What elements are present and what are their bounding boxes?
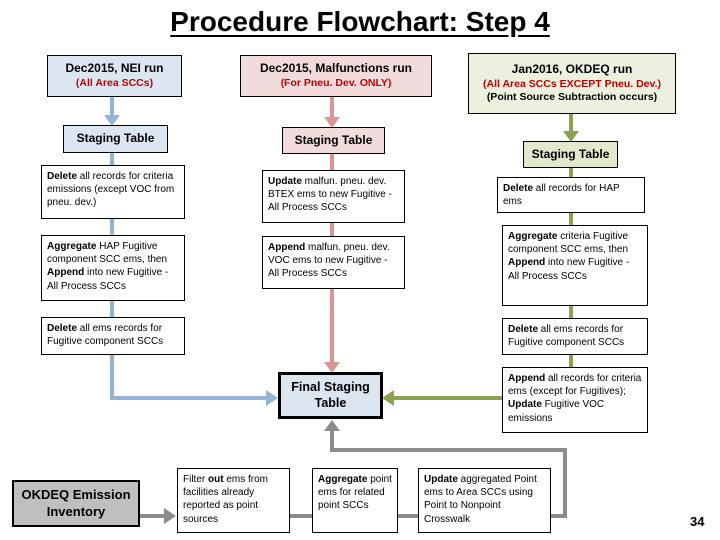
header-nei-note: (All Area SCCs) [75,76,154,89]
header-okdeq-note: (All Area SCCs EXCEPT Pneu. Dev.) [483,77,661,90]
step-bottom-update-crosswalk: Update aggregated Point ems to Area SCCs… [418,468,551,533]
page-number: 34 [690,514,705,529]
step-okdeq-append-criteria: Append all records for criteria ems (exc… [502,367,648,433]
step-malf-update-btex: Update malfun. pneu. dev. BTEX ems to ne… [262,170,405,223]
staging-table-nei: Staging Table [63,125,168,153]
header-okdeq-run: Jan2016, OKDEQ run (All Area SCCs EXCEPT… [468,53,676,114]
step-nei-delete-fugitive: Delete all ems records for Fugitive comp… [41,317,185,355]
connector-nei-header-to-staging [110,97,114,117]
header-okdeq-title: Jan2016, OKDEQ run [511,61,633,76]
connector-gray-riser [563,448,567,518]
connector-inventory-to-filter [140,514,166,518]
connector-update-out [551,514,567,518]
arrowhead-malf-final [324,362,340,373]
connector-okdeq-to-final [394,396,502,400]
okdeq-emission-inventory: OKDEQ Emission Inventory [12,480,140,527]
step-nei-aggregate-hap: Aggregate HAP Fugitive component SCC ems… [41,235,185,301]
step-nei-delete-criteria: Delete all records for criteria emission… [41,165,185,219]
connector-okdeq-header-to-staging [569,114,573,132]
connector-aggregate-to-update [398,514,418,518]
header-nei-title: Dec2015, NEI run [65,61,164,76]
arrowhead-okdeq-staging [563,131,579,142]
arrowhead-nei-staging [104,115,120,126]
step-okdeq-delete-hap: Delete all records for HAP ems [497,177,645,213]
slide-title: Procedure Flowchart: Step 4 [170,6,550,37]
header-malfunctions-run: Dec2015, Malfunctions run (For Pneu. Dev… [240,55,432,97]
staging-table-okdeq: Staging Table [523,141,618,168]
header-nei-run: Dec2015, NEI run (All Area SCCs) [47,55,182,97]
arrowhead-nei-final [266,390,278,406]
step-malf-append-voc: Append malfun. pneu. dev. VOC ems to new… [262,236,405,289]
connector-nei-to-final [110,396,268,400]
step-bottom-aggregate-point: Aggregate point ems for related point SC… [312,468,398,533]
arrowhead-okdeq-final [382,390,394,406]
step-bottom-filter-out: Filter out ems from facilities already r… [177,468,290,533]
step-okdeq-delete-fugitive: Delete all ems records for Fugitive comp… [502,318,648,355]
step-okdeq-aggregate-criteria: Aggregate criteria Fugitive component SC… [502,225,648,306]
staging-table-malfunctions: Staging Table [282,127,385,154]
connector-malf-header-to-staging [330,97,334,117]
header-malfunctions-title: Dec2015, Malfunctions run [259,61,413,76]
final-staging-table: Final Staging Table [278,372,383,419]
connector-gray-to-final [330,430,334,452]
header-okdeq-note2: (Point Source Subtraction occurs) [486,91,658,104]
arrowhead-gray-final [324,420,340,431]
connector-filter-to-aggregate [290,514,312,518]
header-malfunctions-note: (For Pneu. Dev. ONLY) [280,76,392,89]
arrowhead-filter [164,508,176,524]
arrowhead-malf-staging [324,117,340,128]
connector-gray-horizontal [330,448,567,452]
